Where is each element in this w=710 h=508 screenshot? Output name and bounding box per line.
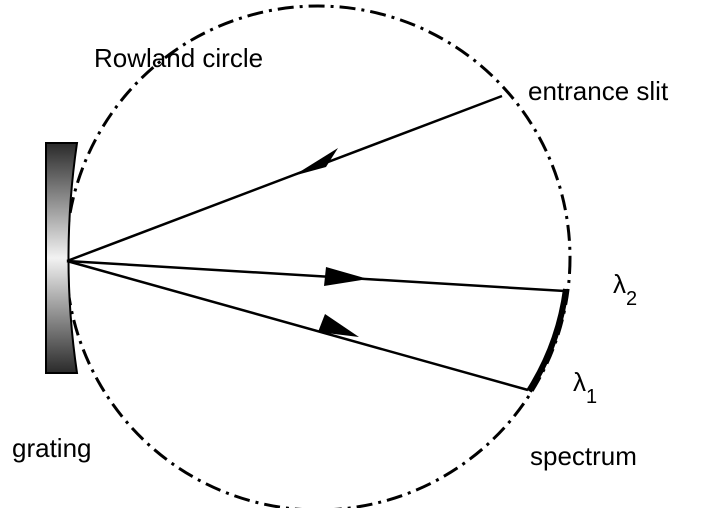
incident-ray-arrowhead	[293, 148, 338, 176]
grating-label: grating	[12, 433, 92, 463]
lambda1-subscript: 1	[586, 386, 597, 408]
rowland-circle	[64, 4, 572, 508]
lambda2-label: λ2	[613, 269, 637, 310]
lambda1-symbol: λ	[573, 367, 586, 397]
diffracted-ray-lambda2	[66, 259, 566, 293]
lambda2-subscript: 2	[626, 288, 637, 310]
lambda1-label: λ1	[573, 367, 597, 408]
diffracted-ray-lambda1	[66, 259, 529, 392]
spectrum-label: spectrum	[530, 441, 637, 471]
rowland-circle-label: Rowland circle	[94, 43, 263, 73]
entrance-slit-label: entrance slit	[528, 76, 669, 106]
grating-element	[45, 142, 79, 374]
lambda1-ray-arrowhead	[318, 314, 359, 337]
lambda2-symbol: λ	[613, 269, 626, 299]
spectrum-arc	[526, 288, 569, 393]
lambda2-ray-arrowhead	[324, 267, 368, 286]
incident-ray	[66, 94, 503, 263]
